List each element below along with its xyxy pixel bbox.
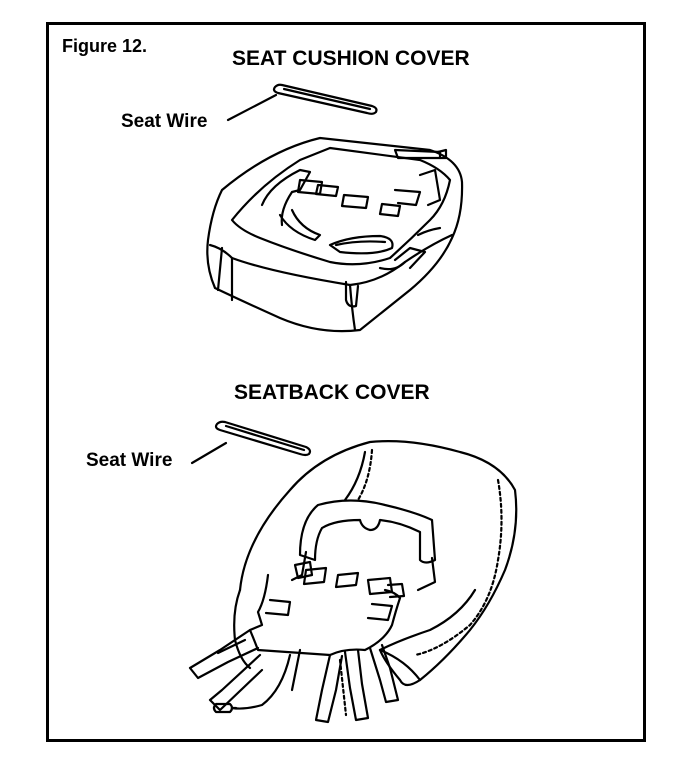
cushion-seat-wire-label: Seat Wire [121, 111, 208, 132]
figure-frame [46, 22, 646, 742]
seat-cushion-drawing [206, 136, 464, 333]
seatback-seat-wire [214, 420, 312, 457]
seatback-drawing [188, 440, 518, 724]
seatback-cover-title: SEATBACK COVER [234, 381, 430, 404]
figure-label: Figure 12. [62, 36, 148, 56]
seatback-seat-wire-label: Seat Wire [86, 450, 173, 471]
cushion-wire-leader [226, 93, 278, 122]
cushion-seat-wire [272, 83, 378, 115]
seatback-wire-leader [190, 441, 228, 465]
seat-cushion-cover-title: SEAT CUSHION COVER [232, 47, 470, 70]
